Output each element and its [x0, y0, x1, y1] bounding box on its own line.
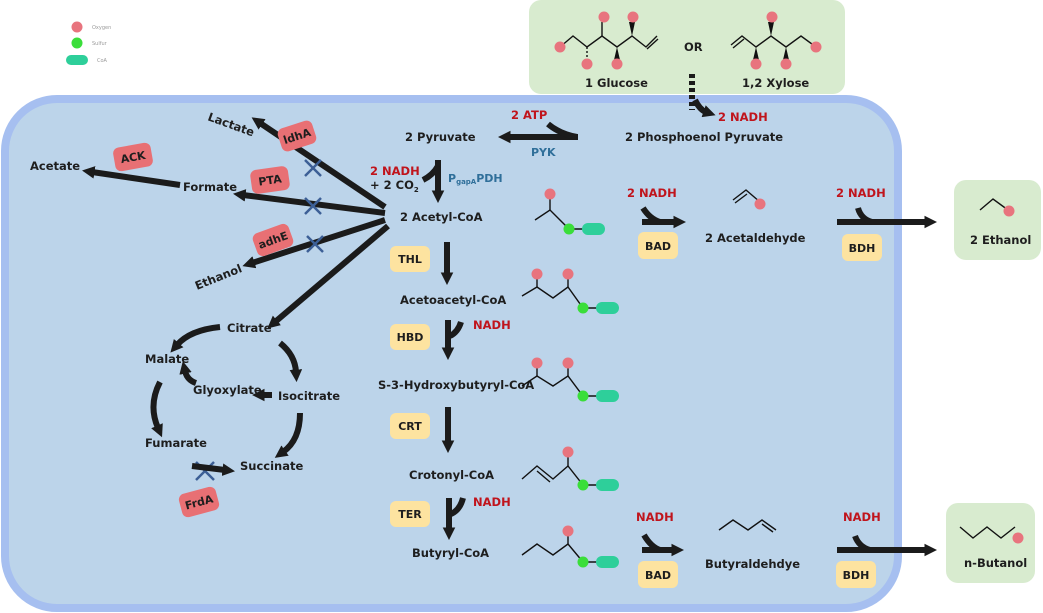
- acetoacetyl-coa-structure: [521, 268, 619, 314]
- bad-2-label: BAD: [645, 569, 671, 582]
- pyruvate-label: 2 Pyruvate: [405, 130, 476, 144]
- acetyl-coa-structure: [534, 188, 605, 235]
- knockout-marks: [195, 159, 324, 481]
- legend: Oxygen Sulfur CoA: [66, 21, 111, 65]
- hydroxybutyryl-coa-structure: [521, 357, 619, 402]
- enzyme-crt: CRT: [390, 413, 430, 439]
- acetate-label: Acetate: [30, 159, 80, 173]
- bdh-1-label: BDH: [849, 242, 876, 255]
- acetaldehyde-label: 2 Acetaldehyde: [705, 231, 806, 245]
- pathway-arrows: [440, 242, 466, 541]
- glyoxylate-label: Glyoxylate: [193, 383, 262, 397]
- enzyme-bad-2: BAD: [638, 561, 678, 588]
- enzyme-ter: TER: [390, 501, 430, 527]
- xylose-label: 1,2 Xylose: [742, 76, 809, 90]
- ethanol-product-box: 2 Ethanol: [954, 180, 1041, 260]
- xylose-structure: [730, 11, 822, 70]
- enzyme-frda: FrdA: [178, 486, 220, 518]
- ack-label: ACK: [120, 149, 147, 166]
- glucose-label: 1 Glucose: [585, 76, 648, 90]
- nadh-bdh-2-label: NADH: [843, 510, 881, 524]
- legend-coa-pill: [66, 55, 88, 65]
- nadh-bdh-1-label: 2 NADH: [836, 186, 886, 200]
- nadh-ter-label: NADH: [473, 495, 511, 509]
- enzyme-ldha: ldhA: [277, 120, 317, 152]
- crotonyl-coa-structure: [521, 446, 619, 491]
- legend-sulfur-label: Sulfur: [92, 41, 108, 47]
- butanol-product-label: n-Butanol: [964, 556, 1027, 570]
- enzyme-pta: PTA: [250, 166, 290, 194]
- butyraldehyde-label: Butyraldehdye: [705, 557, 800, 571]
- citrate-label: Citrate: [227, 321, 272, 335]
- butanol-product-box: n-Butanol: [946, 503, 1035, 583]
- cycle-arrows: [150, 324, 303, 476]
- pdh-label: PgapAPDH: [448, 172, 503, 186]
- pdh-branch: [421, 164, 441, 183]
- hbd-label: HBD: [397, 331, 424, 344]
- formate-label: Formate: [183, 180, 237, 194]
- pep-label: 2 Phosphoenol Pyruvate: [625, 130, 783, 144]
- nadh-pep-label: 2 NADH: [718, 110, 768, 124]
- conversion-arrows: [640, 206, 938, 557]
- ethanol-product-label: 2 Ethanol: [970, 233, 1031, 247]
- nadh-pdh-label: 2 NADH: [370, 164, 420, 178]
- pta-label: PTA: [258, 172, 283, 188]
- acetaldehyde-structure: [732, 189, 766, 210]
- malate-label: Malate: [145, 352, 189, 366]
- hydroxybutyryl-coa-label: S-3-Hydroxybutyryl-CoA: [378, 378, 534, 392]
- enzyme-bdh-2: BDH: [836, 561, 876, 588]
- crt-label: CRT: [398, 420, 422, 433]
- pyk-label: PYK: [531, 146, 556, 159]
- legend-oxygen-dot: [71, 21, 83, 33]
- co2-label: + 2 CO2: [370, 178, 419, 194]
- acetoacetyl-coa-label: Acetoacetyl-CoA: [400, 293, 506, 307]
- enzyme-ack: ACK: [113, 142, 153, 172]
- crotonyl-coa-label: Crotonyl-CoA: [409, 468, 494, 482]
- substrate-box: [529, 0, 845, 94]
- atp-branch: [546, 121, 578, 140]
- legend-coa-label: CoA: [97, 58, 108, 64]
- thl-label: THL: [398, 253, 422, 266]
- atp-label: 2 ATP: [511, 108, 547, 122]
- enzyme-bdh-1: BDH: [842, 234, 882, 261]
- legend-oxygen-label: Oxygen: [92, 25, 111, 31]
- or-label: OR: [684, 40, 703, 54]
- enzyme-bad-1: BAD: [638, 232, 678, 259]
- acetyl-coa-label: 2 Acetyl-CoA: [400, 210, 483, 224]
- succinate-label: Succinate: [240, 459, 303, 473]
- fumarate-label: Fumarate: [145, 436, 207, 450]
- legend-sulfur-dot: [71, 37, 83, 49]
- enzyme-hbd: HBD: [390, 324, 430, 350]
- butyryl-coa-structure: [521, 525, 619, 568]
- glycolysis-arrow: [689, 74, 716, 118]
- nadh-bad-1-label: 2 NADH: [627, 186, 677, 200]
- nadh-bad-2-label: NADH: [636, 510, 674, 524]
- enzyme-thl: THL: [390, 246, 430, 272]
- isocitrate-label: Isocitrate: [278, 389, 340, 403]
- bad-1-label: BAD: [645, 240, 671, 253]
- ter-label: TER: [398, 508, 422, 521]
- nadh-hbd-label: NADH: [473, 318, 511, 332]
- butyryl-coa-label: Butyryl-CoA: [412, 546, 489, 560]
- enzyme-adhe: adhE: [252, 223, 294, 257]
- butyraldehyde-structure: [718, 519, 777, 533]
- bdh-2-label: BDH: [843, 569, 870, 582]
- glucose-structure: [554, 11, 659, 70]
